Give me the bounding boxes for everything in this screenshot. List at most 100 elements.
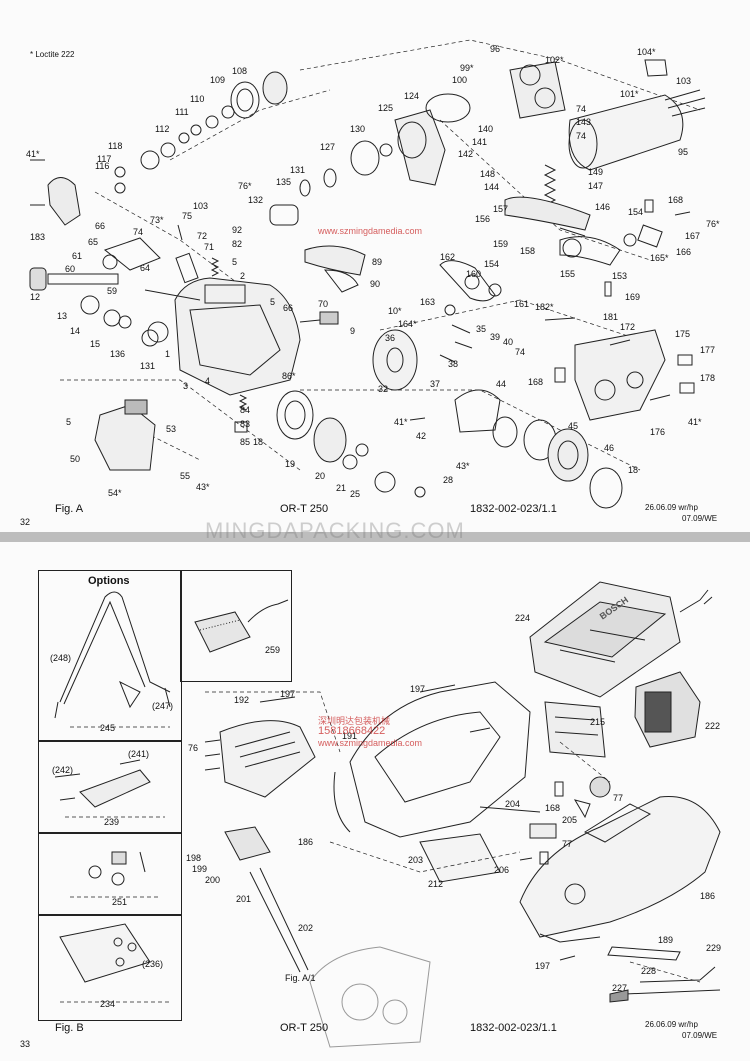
- part-label: 74: [576, 131, 587, 141]
- part-label: 160: [466, 269, 482, 279]
- part-label: 130: [350, 124, 366, 134]
- part-label: 61: [72, 251, 83, 261]
- part-label: 251: [112, 897, 128, 907]
- part-label: 74: [576, 104, 587, 114]
- part-label: 197: [280, 689, 296, 699]
- part-label: 9: [350, 326, 356, 336]
- page-number-a: 32: [20, 517, 31, 527]
- part-label: 25: [350, 489, 361, 499]
- part-label: 77: [613, 793, 624, 803]
- date-line-a2: 07.09/WE: [682, 514, 718, 523]
- sub-fig-label: Fig. A/1: [285, 973, 316, 983]
- date-line-a1: 26.06.09 wr/hp: [645, 503, 698, 512]
- part-label: 41*: [394, 417, 408, 427]
- part-label: 77: [562, 839, 573, 849]
- part-label: 3: [183, 381, 189, 391]
- page-separator: [0, 532, 750, 542]
- part-label: 205: [562, 815, 578, 825]
- part-label: 83: [240, 419, 251, 429]
- part-label: 76*: [238, 181, 252, 191]
- part-label: (248): [50, 653, 72, 663]
- part-label: 135: [276, 177, 292, 187]
- part-label: 159: [493, 239, 509, 249]
- part-label: 44: [496, 379, 507, 389]
- part-label: 229: [706, 943, 722, 953]
- part-label: 117: [97, 154, 112, 164]
- part-label: 141: [472, 137, 488, 147]
- part-label: 100: [452, 75, 468, 85]
- part-label: 21: [336, 483, 347, 493]
- part-label: 167: [685, 231, 701, 241]
- part-label: (247): [152, 701, 174, 711]
- part-label: 183: [30, 232, 46, 242]
- red-watermark-company: 深圳明达包装机械: [318, 716, 391, 726]
- part-label: 41*: [26, 149, 40, 159]
- part-label: 149: [588, 167, 604, 177]
- part-label: 5: [270, 297, 276, 307]
- part-label: 39: [490, 332, 501, 342]
- part-label: 204: [505, 799, 521, 809]
- part-label: 181: [603, 312, 619, 322]
- red-watermark-phone: 15818668422: [318, 725, 386, 737]
- part-label: 156: [475, 214, 491, 224]
- part-label: 53: [166, 424, 177, 434]
- part-label: 172: [620, 322, 636, 332]
- part-label: 15: [90, 339, 101, 349]
- part-label: 65: [88, 237, 99, 247]
- part-label: 124: [404, 91, 420, 101]
- part-label: 37: [430, 379, 441, 389]
- part-label: 55: [180, 471, 191, 481]
- part-label: 125: [378, 103, 394, 113]
- part-label: 245: [100, 723, 116, 733]
- part-label: 84: [240, 405, 251, 415]
- part-label: 234: [100, 999, 116, 1009]
- part-label: 136: [110, 349, 126, 359]
- part-label: 2: [240, 271, 246, 281]
- exploded-diagram-b: [54, 581, 721, 1048]
- part-label: 200: [205, 875, 221, 885]
- part-label: 89: [372, 257, 383, 267]
- options-title: Options: [88, 575, 130, 587]
- part-label: 186: [700, 891, 716, 901]
- part-label: 169: [625, 292, 641, 302]
- part-label: 175: [675, 329, 691, 339]
- part-label: 143: [576, 117, 592, 127]
- part-label: 177: [700, 345, 716, 355]
- part-label: 54*: [108, 488, 122, 498]
- part-label: 74: [515, 347, 526, 357]
- part-label: 72: [197, 231, 208, 241]
- part-label: 158: [520, 246, 536, 256]
- part-label: 132: [248, 195, 264, 205]
- part-label: 4: [205, 376, 211, 386]
- options-box-239: [38, 740, 182, 834]
- part-label: 46: [604, 443, 615, 453]
- part-label: 215: [590, 717, 606, 727]
- part-label: 140: [478, 124, 494, 134]
- red-watermark-url-a: www.szmingdamedia.com: [318, 226, 423, 236]
- part-label: 74: [133, 227, 144, 237]
- page-b: Options (248) (247) 245 (241) (242) 239 …: [0, 542, 750, 1061]
- part-label: 66: [95, 221, 106, 231]
- part-label: 191: [342, 731, 358, 741]
- part-label: 176: [650, 427, 666, 437]
- part-label: 110: [190, 94, 205, 104]
- part-label: 162: [440, 252, 456, 262]
- part-label: 95: [678, 147, 689, 157]
- part-label: 12: [30, 292, 41, 302]
- part-label: 96: [490, 44, 501, 54]
- part-label: 206: [494, 865, 510, 875]
- doc-number-a: 1832-002-023/1.1: [470, 503, 557, 515]
- part-label: 59: [107, 286, 118, 296]
- part-label: 43*: [456, 461, 470, 471]
- part-label: 1: [165, 349, 171, 359]
- part-label: 92: [232, 225, 243, 235]
- fig-label-b: Fig. B: [55, 1022, 84, 1034]
- part-label: 186: [298, 837, 314, 847]
- options-box-259: [180, 570, 292, 682]
- part-label: 157: [493, 204, 509, 214]
- part-label: 70: [318, 299, 329, 309]
- part-label: 127: [320, 142, 336, 152]
- part-label: 5: [66, 417, 72, 427]
- part-label: 76: [188, 743, 199, 753]
- part-label: 168: [545, 803, 561, 813]
